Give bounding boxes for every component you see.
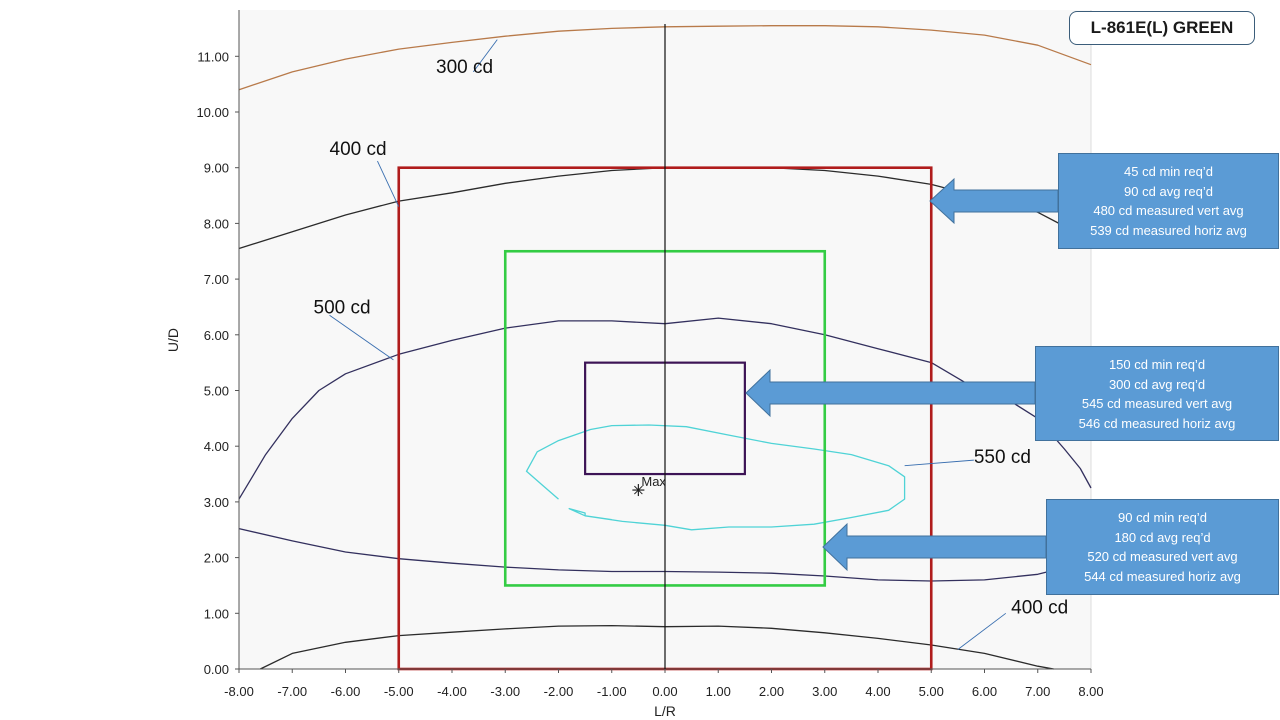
contour-labels: 300 cd 400 cd 500 cd 550 cd 400 cd [314,57,1069,618]
x-tick-label: -6.00 [331,684,361,699]
chart-title-box: L-861E(L) GREEN [1069,11,1255,45]
leader-line [377,160,400,207]
callout-line: 180 cd avg req’d [1114,529,1211,545]
y-tick-label: 5.00 [204,384,229,399]
axes: -8.00 -7.00 -6.00 -5.00 -4.00 -3.00 -2.00 -1.00… [196,10,1104,699]
x-axis-title: L/R [654,703,676,719]
max-marker-d2 [634,485,643,495]
y-tick-label: 4.00 [204,439,229,454]
callout-line: 300 cd avg req’d [1108,376,1206,392]
leader-line [957,612,1007,650]
contour-label: 400 cd [330,139,387,160]
y-tick-label: 0.00 [204,662,229,677]
contour-line-5 [525,424,906,531]
x-tick-label: 0.00 [652,684,677,699]
callout-line: 90 cd min req’d [1118,510,1207,525]
max-label: Max [641,474,666,489]
x-tick-label: -7.00 [277,684,307,699]
callout-line: 520 cd measured vert avg [1087,549,1238,564]
y-tick-label: 9.00 [204,161,229,176]
x-tick-label: 5.00 [919,684,944,699]
y-tick-label: 1.00 [204,606,229,621]
callout-line: 544 cd measured horiz avg [1084,568,1241,584]
contour-label: 550 cd [974,447,1031,468]
x-tick-label: 3.00 [812,684,837,699]
callout-arrows [745,177,1059,572]
leader-line [329,314,394,361]
x-tick-label: -5.00 [384,684,414,699]
x-tick-label: 8.00 [1078,684,1103,699]
x-tick-label: 1.00 [706,684,731,699]
y-tick-label: 10.00 [196,105,229,120]
contour-label: 500 cd [314,298,371,319]
x-tick-label: -1.00 [597,684,627,699]
callout-line: 545 cd measured vert avg [1081,396,1233,411]
contour-label: 300 cd [436,57,493,78]
x-tick-label: -2.00 [544,684,574,699]
y-tick-label: 11.00 [197,49,229,64]
y-tick-label: 6.00 [204,328,229,343]
y-tick-label: 8.00 [204,216,229,231]
x-tick-label: 4.00 [865,684,890,699]
callout-line: 150 cd min req’d [1108,357,1206,372]
leader-lines [329,39,1007,650]
x-tick-label: 6.00 [972,684,997,699]
callout-line: 546 cd measured horiz avg [1078,415,1236,431]
leader-line [472,39,498,73]
y-axis-title: U/D [165,328,181,352]
callout-line: 539 cd measured horiz avg [1090,222,1247,238]
y-tick-label: 2.00 [204,551,229,566]
x-tick-label: -4.00 [437,684,467,699]
x-tick-label: 7.00 [1025,684,1050,699]
contour-label: 400 cd [1011,597,1068,618]
x-tick-label: -8.00 [224,684,254,699]
y-tick-label: 3.00 [204,495,229,510]
max-marker: Max [632,474,666,497]
contour-line-2 [238,317,1092,500]
x-tick-label: -3.00 [490,684,520,699]
callout-line: 45 cd min req’d [1124,164,1213,179]
callout-red-box: 45 cd min req’d 90 cd avg req’d 480 cd m… [1058,153,1279,249]
callout-green-box: 90 cd min req’d 180 cd avg req’d 520 cd … [1046,499,1279,595]
callout-purple-box: 150 cd min req’d 300 cd avg req’d 545 cd… [1035,346,1279,441]
chart-title: L-861E(L) GREEN [1090,18,1234,37]
x-tick-label: 2.00 [759,684,784,699]
callout-line: 480 cd measured vert avg [1093,203,1244,218]
callout-line: 90 cd avg req’d [1124,183,1213,199]
y-tick-label: 7.00 [204,272,229,287]
leader-line [904,459,974,467]
